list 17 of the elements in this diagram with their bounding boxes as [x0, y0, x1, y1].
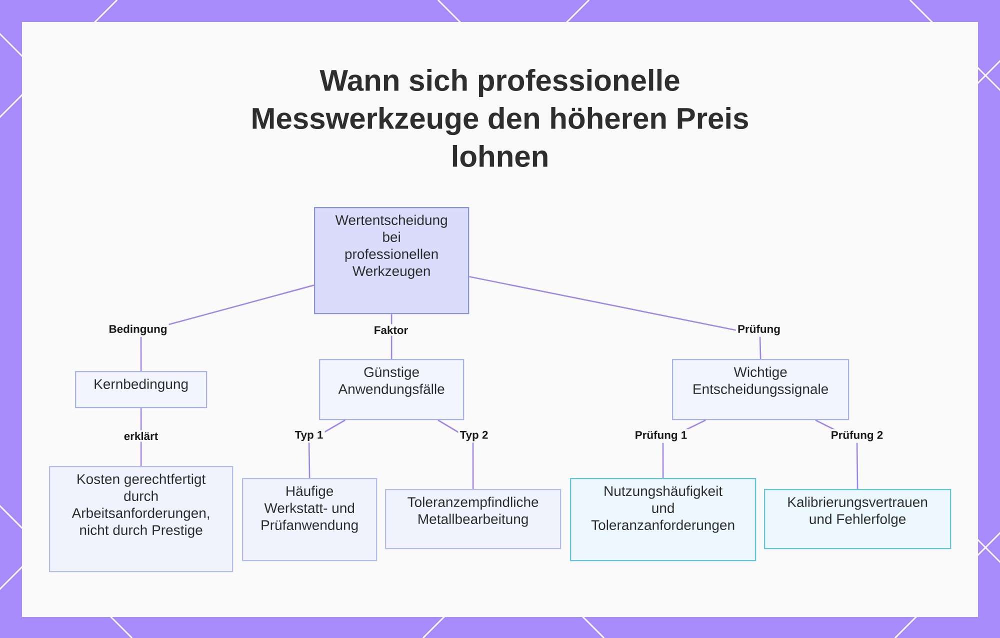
title: Wann sich professionelle Messwerkzeuge den höheren Preis lohnen [252, 68, 748, 167]
edge-label: Prüfung 1 [633, 429, 689, 443]
connector-line [469, 276, 762, 360]
edge-label: Bedingung [107, 323, 169, 337]
branch-box: Wichtige Entscheidungssignale [672, 359, 850, 420]
leaf-box: Nutzungshäufigkeit und Toleranzanforderungen [570, 478, 756, 562]
leaf-box: Toleranzempfindliche Metallbearbeitung [385, 489, 562, 550]
edge-label: Prüfung [736, 323, 782, 337]
leaf-box: Häufige Werkstatt- und Prüfanwendung [242, 478, 378, 562]
edge-label: Typ 1 [293, 429, 325, 443]
root-box: Wertentscheidung bei professionellen Werkzeugen [314, 207, 470, 314]
branch-box: Kernbedingung [75, 371, 208, 408]
leaf-box: Kalibrierungsvertrauen und Fehlerfolge [764, 489, 952, 550]
edge-label: Prüfung 2 [829, 429, 885, 443]
branch-box: Günstige Anwendungsfälle [319, 359, 464, 420]
edge-label: Typ 2 [458, 429, 490, 443]
leaf-box: Kosten gerechtfertigt durch Arbeitsanforderungen, nicht durch Prestige [49, 466, 234, 572]
